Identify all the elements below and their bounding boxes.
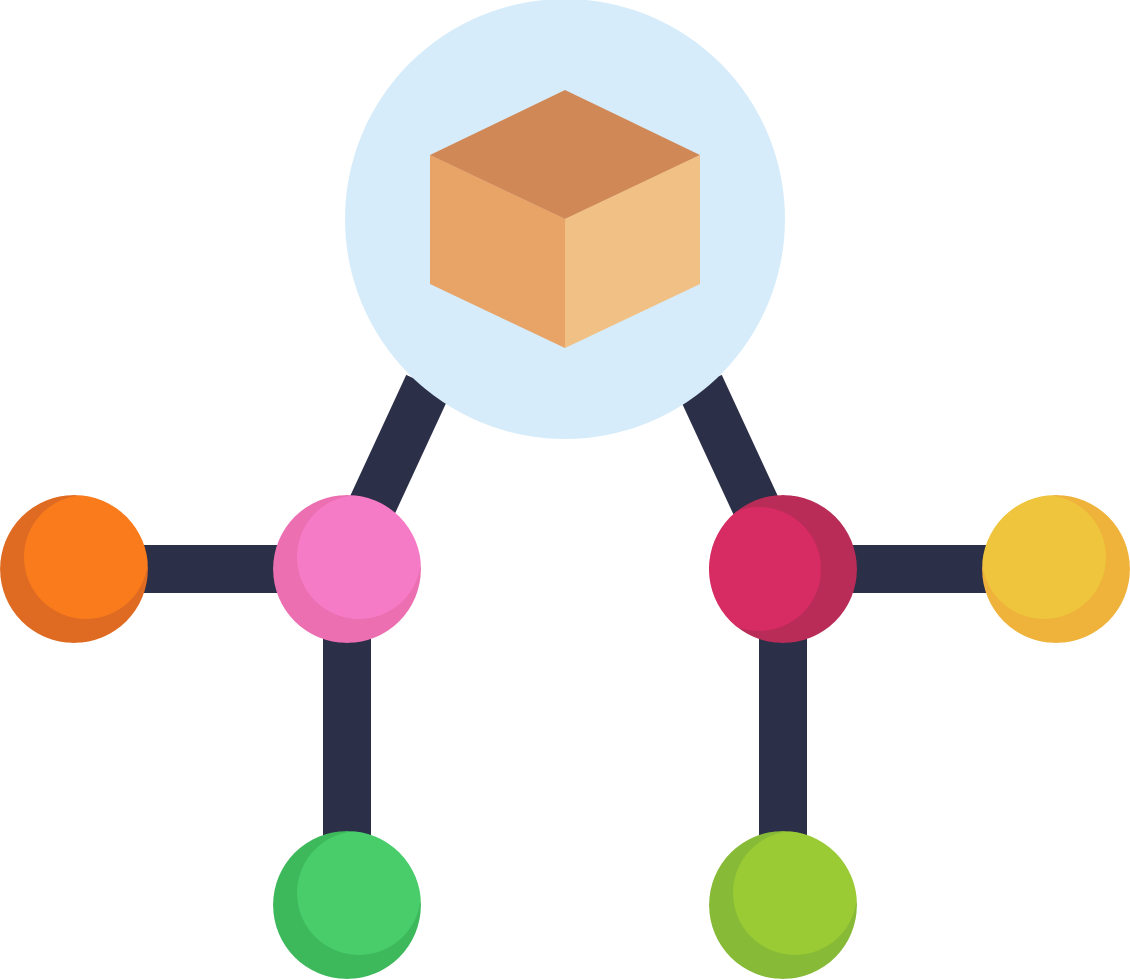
node-green (273, 831, 421, 979)
node-green-fill (297, 831, 421, 955)
node-lime-fill (733, 831, 857, 955)
node-yellow (982, 495, 1130, 643)
node-lime (709, 831, 857, 979)
box-right-face (565, 155, 700, 348)
connector-hub-left (350, 374, 450, 517)
box-top-face (430, 90, 700, 219)
node-crimson-fill (709, 507, 821, 631)
box-left-face (430, 155, 565, 348)
node-orange (0, 495, 148, 643)
node-crimson (709, 495, 857, 643)
node-orange-fill (24, 495, 148, 619)
box-icon (430, 90, 700, 348)
node-pink (273, 495, 421, 643)
node-pink-fill (297, 495, 421, 619)
connectors (140, 374, 990, 845)
node-yellow-fill (982, 495, 1106, 619)
connector-hub-right (678, 374, 778, 517)
